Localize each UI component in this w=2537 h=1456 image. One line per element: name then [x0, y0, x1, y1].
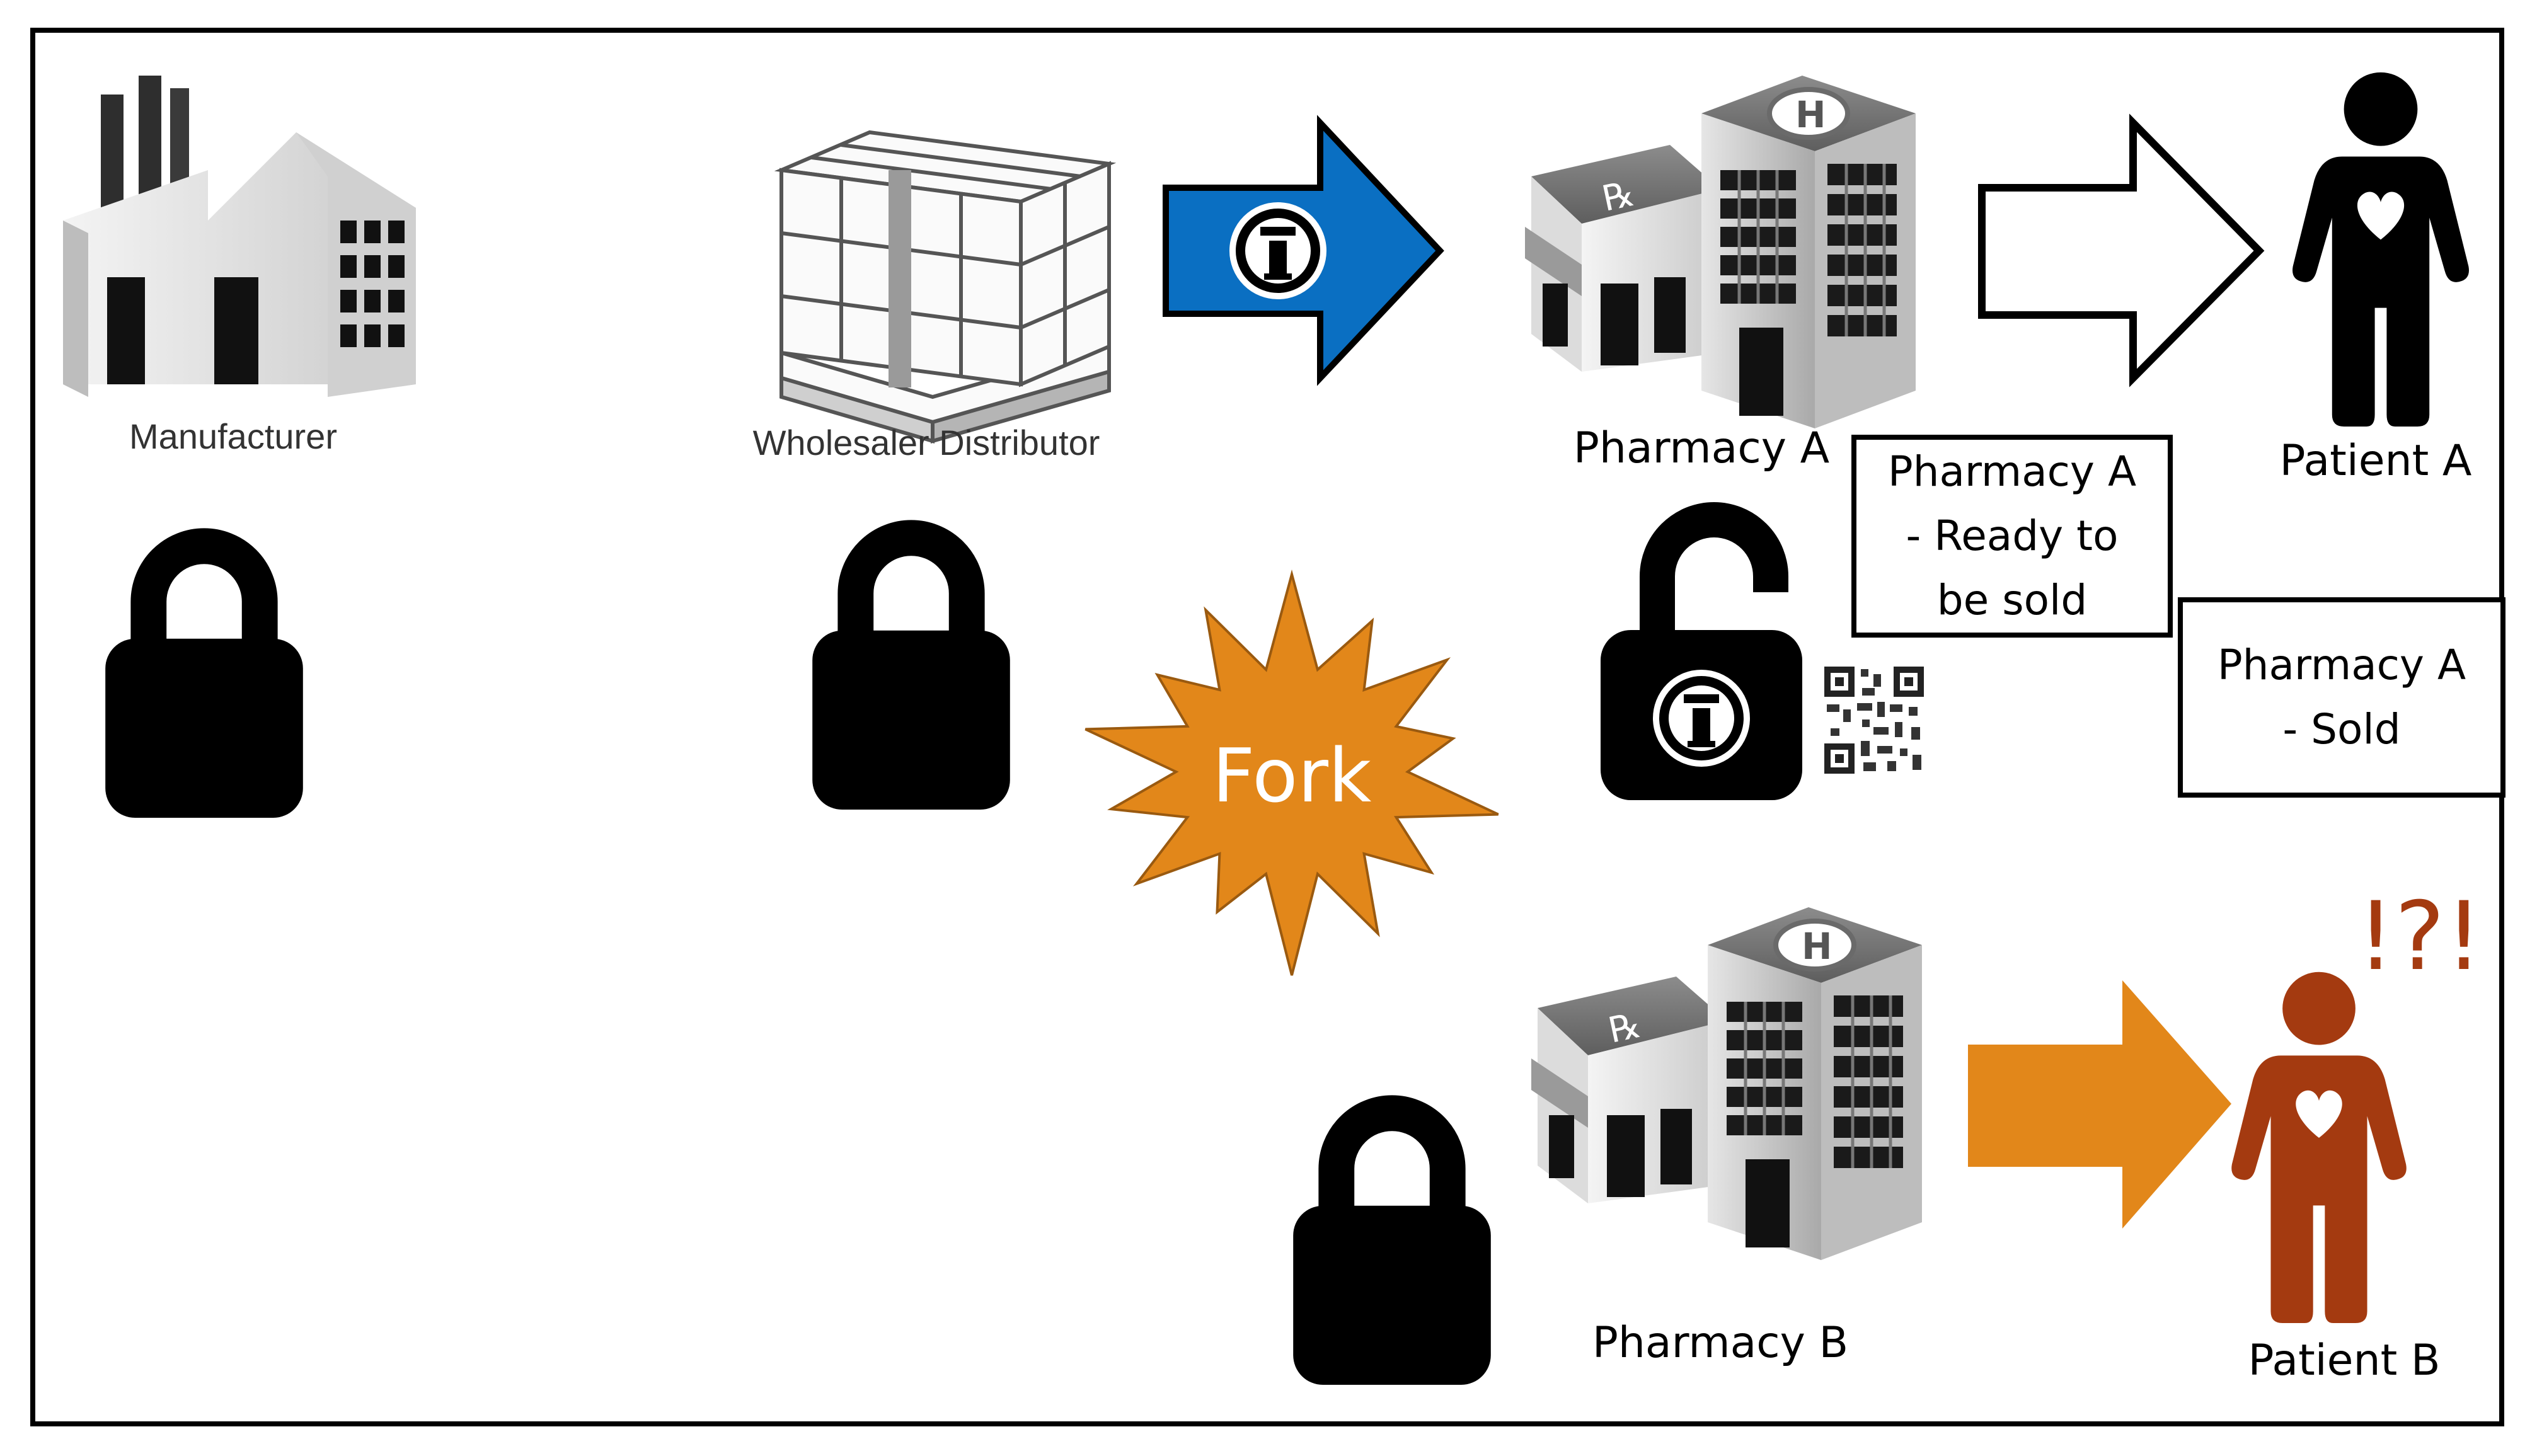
- status-ready-line-3: be sold: [1936, 576, 2088, 624]
- pallet-boxes-icon: [774, 130, 1117, 444]
- fork-starburst-icon: Fork: [1084, 569, 1499, 976]
- unlocked-padlock-icon: [1601, 502, 1802, 800]
- wholesaler-label: Wholesaler Distributor: [752, 423, 1100, 462]
- qr-code-icon: [1824, 667, 1924, 774]
- status-sold-line-1: Pharmacy A: [2217, 641, 2466, 689]
- wholesaler-padlock-icon: [812, 538, 1010, 810]
- pharmacy-b-building-icon: [1531, 907, 1922, 1260]
- manufacturer-label: Manufacturer: [129, 416, 337, 456]
- factory-icon: [63, 76, 416, 397]
- patient-b-label: Patient B: [2248, 1336, 2441, 1385]
- manufacturer-padlock-icon: [105, 546, 303, 818]
- status-box-sold: Pharmacy A - Sold: [2178, 597, 2505, 798]
- patient-b-icon: [2231, 972, 2407, 1323]
- pharmacy-b-padlock-icon: [1293, 1113, 1491, 1385]
- distribution-arrow: [1163, 115, 1444, 386]
- alert-exclamation: !?!: [2357, 882, 2483, 992]
- sale-arrow: [1978, 113, 2265, 387]
- counterfeit-sale-arrow: [1964, 970, 2236, 1239]
- status-ready-line-2: - Ready to: [1906, 512, 2119, 560]
- patient-a-label: Patient A: [2279, 436, 2472, 486]
- status-sold-line-2: - Sold: [2282, 705, 2401, 754]
- fork-label: Fork: [1212, 732, 1372, 819]
- patient-a-icon: [2293, 72, 2469, 427]
- status-box-ready: Pharmacy A - Ready to be sold: [1851, 435, 2173, 638]
- pharmacy-a-label: Pharmacy A: [1573, 423, 1830, 473]
- pharmacy-a-building-icon: [1525, 76, 1916, 428]
- status-ready-line-1: Pharmacy A: [1887, 447, 2137, 496]
- info-icon: [1656, 673, 1747, 764]
- pharmacy-b-label: Pharmacy B: [1592, 1318, 1849, 1368]
- info-icon: [1233, 205, 1323, 296]
